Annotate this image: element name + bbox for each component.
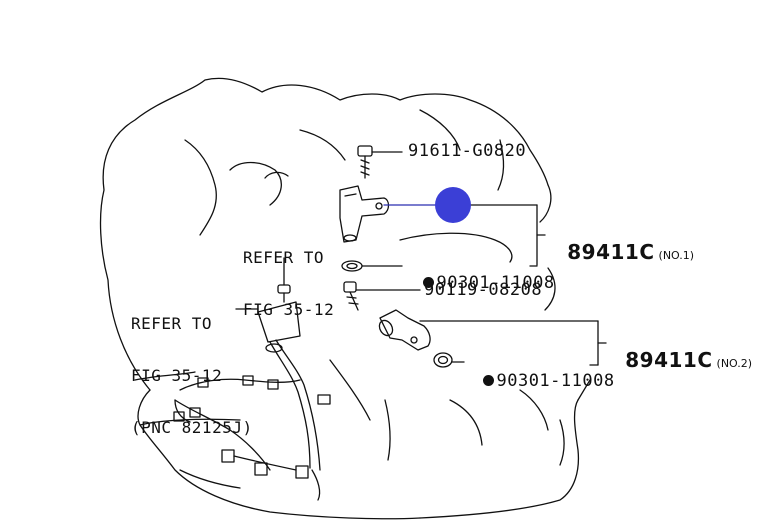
- label-sensor-no2[interactable]: 89411C(NO.2): [606, 334, 752, 370]
- refer-to-left-line1: REFER TO: [131, 314, 213, 333]
- label-sensor-no1[interactable]: 89411C(NO.1): [548, 226, 694, 262]
- speed-sensor-no1-icon: [339, 185, 390, 243]
- refer-to-left-line3: (PNC 82125J): [131, 418, 253, 437]
- wire-harness-icon: [173, 301, 331, 501]
- gasket-90301-2-icon: [433, 352, 453, 368]
- label-bolt-91611[interactable]: 91611-G0820: [408, 141, 527, 161]
- filled-circle-icon: [423, 277, 435, 288]
- sensor-no1-part-number: 89411C: [567, 240, 655, 264]
- highlight-marker: [435, 187, 471, 223]
- refer-to-upper[interactable]: REFER TO FIG 35-12: [243, 218, 334, 334]
- sensor-no2-part-number: 89411C: [625, 348, 713, 372]
- bolt-91611-icon: [357, 145, 373, 179]
- transmission-housing: [99, 77, 549, 391]
- label-gasket-90301-2-text: 90301-11008: [496, 371, 615, 391]
- sensor-no1-tag: (NO.1): [658, 249, 695, 262]
- sensor-no2-tag: (NO.2): [716, 357, 753, 370]
- label-gasket-90301-2[interactable]: 90301-11008: [462, 356, 615, 390]
- refer-to-upper-line1: REFER TO: [243, 248, 325, 267]
- label-gasket-90301-1-text: 90301-11008: [436, 273, 555, 293]
- label-gasket-90301-1[interactable]: 90301-11008: [402, 258, 555, 292]
- filled-circle-icon: [483, 375, 495, 386]
- speed-sensor-no2-icon: [378, 309, 431, 351]
- label-bolt-90119[interactable]: 90119-08208: [424, 280, 543, 300]
- refer-to-left-line2: FIG 35-12: [131, 366, 223, 385]
- gasket-90301-1-icon: [341, 260, 363, 272]
- bolt-90119-icon: [343, 281, 359, 311]
- refer-to-upper-line2: FIG 35-12: [243, 300, 335, 319]
- refer-to-left[interactable]: REFER TO FIG 35-12 (PNC 82125J): [131, 284, 253, 452]
